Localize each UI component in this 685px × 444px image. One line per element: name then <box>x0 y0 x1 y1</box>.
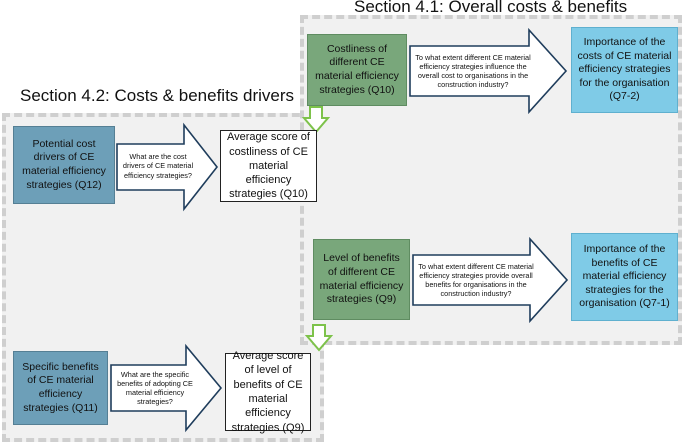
section-4-2-title: Section 4.2: Costs & benefits drivers <box>20 86 295 105</box>
overall-benefits-arrow <box>412 236 569 324</box>
specific-benefits-box: Specific benefits of CE material efficie… <box>13 351 108 425</box>
overall-benefits-arrow-text: To what extent different CE material eff… <box>418 261 534 299</box>
cost-drivers-arrow-text: What are the cost drivers of CE material… <box>122 152 194 180</box>
avg-benefits-box: Average score of level of benefits of CE… <box>225 350 311 434</box>
down-arrow-icon <box>304 324 334 352</box>
cost-drivers-arrow <box>116 122 219 212</box>
importance-benefits-box: Importance of the benefits of CE materia… <box>571 233 678 321</box>
avg-costliness-box: Average score of costliness of CE materi… <box>220 130 317 202</box>
specific-benefits-arrow-text: What are the specific benefits of adopti… <box>117 369 193 407</box>
overall-cost-arrow <box>409 27 568 115</box>
specific-benefits-arrow <box>110 343 223 433</box>
level-benefits-box: Level of benefits of different CE materi… <box>313 239 410 320</box>
overall-cost-arrow-text: To what extent different CE material eff… <box>415 52 531 90</box>
costliness-box: Costliness of different CE material effi… <box>307 34 407 106</box>
cost-drivers-box: Potential cost drivers of CE material ef… <box>13 126 115 204</box>
section-4-1-title: Section 4.1: Overall costs & benefits <box>354 0 628 16</box>
importance-costs-box: Importance of the costs of CE material e… <box>571 27 678 113</box>
down-arrow-icon <box>301 106 331 134</box>
